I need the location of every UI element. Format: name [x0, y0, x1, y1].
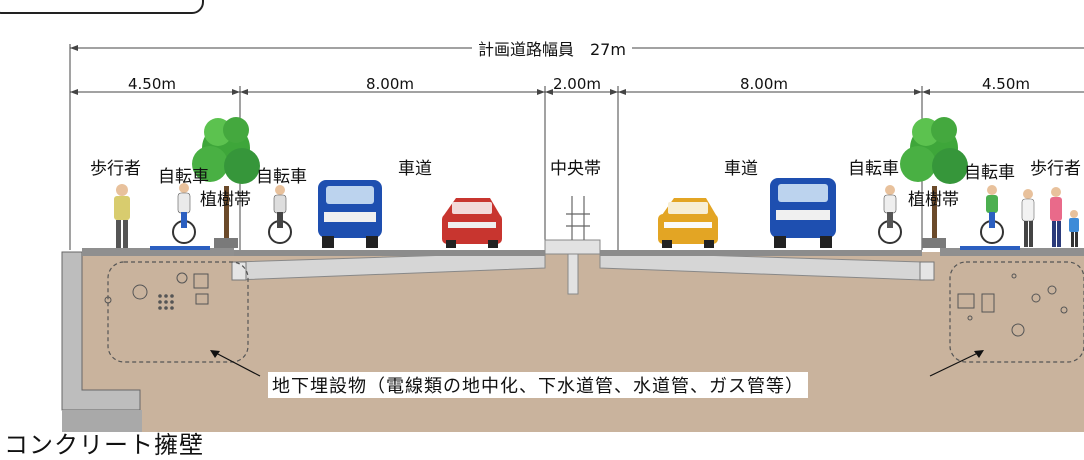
ground-section [61, 239, 1084, 432]
dimension-carriageway-left: 8.00m [366, 75, 415, 93]
total-width-label: 計画道路幅員 27m [472, 36, 632, 60]
label-bicycle-left-2: 自転車 [256, 167, 307, 187]
tree-left [192, 117, 260, 248]
cyclist-right-2 [980, 185, 1004, 244]
label-planting-right: 植樹帯 [908, 190, 959, 210]
car-yellow-right [658, 198, 718, 248]
dimension-carriageway-right: 8.00m [740, 75, 789, 93]
car-red-left [442, 198, 502, 248]
tree-right [900, 117, 968, 248]
dimension-sidewalk-right: 4.50m [982, 75, 1031, 93]
label-bicycle-left-1: 自転車 [158, 167, 209, 187]
car-blue-right [770, 178, 836, 248]
cyclist-right-1 [878, 185, 902, 244]
label-planting-left: 植樹帯 [200, 190, 251, 210]
utility-zone-left [107, 261, 249, 363]
label-roadway-left: 車道 [398, 159, 432, 179]
underground-utilities-label: 地下埋設物（電線類の地中化、下水道管、水道管、ガス管等） [268, 372, 808, 398]
pipes-left [104, 272, 209, 310]
label-median: 中央帯 [550, 159, 601, 179]
label-bicycle-right-1: 自転車 [848, 159, 899, 179]
sidewalk-right-surface [940, 248, 1084, 256]
cyclist-left-2 [268, 185, 292, 244]
car-blue-left [318, 180, 382, 248]
carriageway-right-surface [600, 250, 922, 256]
cyclist-left-1 [172, 183, 196, 244]
pedestrian-left-figure [114, 184, 130, 248]
median-block [544, 239, 601, 255]
sidewalk-left-surface [82, 248, 234, 256]
retaining-wall-label: コンクリート擁壁 [4, 431, 204, 459]
carriageway-left-surface [234, 250, 545, 256]
label-pedestrian-right: 歩行者 [1030, 159, 1081, 179]
utility-zone-right [949, 261, 1084, 363]
bike-lane-right [960, 246, 1020, 250]
underground-arrow-left [213, 351, 261, 377]
dimension-arrows [70, 45, 930, 95]
retaining-wall-footing [62, 410, 142, 432]
label-roadway-right: 車道 [724, 159, 758, 179]
median-railing [566, 196, 590, 240]
underground-arrow-right [929, 351, 981, 377]
dimension-median: 2.00m [553, 75, 602, 93]
pedestrians-right-group [1021, 187, 1079, 247]
median-footing [567, 253, 579, 295]
label-bicycle-right-2: 自転車 [964, 163, 1015, 183]
pipes-right [957, 273, 1068, 337]
dimension-sidewalk-left: 4.50m [128, 75, 177, 93]
label-pedestrian-left: 歩行者 [90, 159, 141, 179]
bike-lane-left [150, 246, 210, 250]
